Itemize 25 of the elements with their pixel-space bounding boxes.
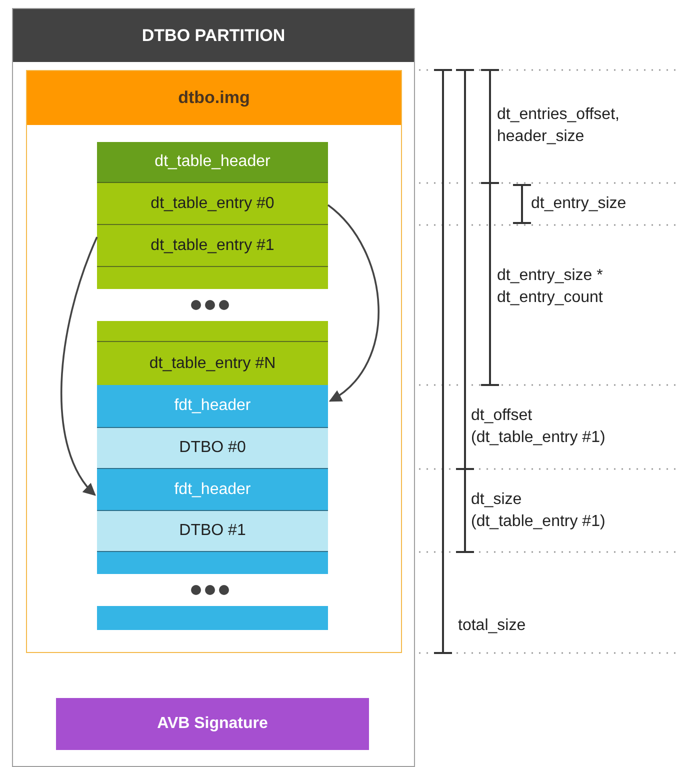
dimension-label: dt_entries_offset, header_size (497, 105, 620, 147)
dimension-label: dt_size (dt_table_entry #1) (471, 490, 606, 532)
table-entry-block (97, 267, 328, 289)
arrow (327, 204, 380, 402)
dtbo-block: DTBO #1 (97, 511, 328, 552)
table-header-block: dt_table_header (97, 142, 328, 183)
table-entry-block: dt_table_entry #N (97, 342, 328, 385)
partition-box (12, 8, 415, 767)
image-title: dtbo.img (27, 71, 401, 125)
dimension-label: dt_entry_size * dt_entry_count (497, 266, 604, 308)
dimension-label: dt_entry_size (531, 194, 628, 214)
dimension-label: total_size (458, 616, 527, 636)
table-entry-block (97, 321, 328, 342)
image-box (26, 70, 402, 653)
fdt-block (97, 552, 328, 574)
table-entry-block: dt_table_entry #1 (97, 225, 328, 267)
arrow (60, 236, 98, 496)
fdt-block (97, 606, 328, 630)
fdt-header-block: fdt_header (97, 385, 328, 428)
dimension-label: dt_offset (dt_table_entry #1) (471, 406, 606, 448)
signature-block: AVB Signature (56, 698, 369, 750)
partition-title: DTBO PARTITION (13, 9, 414, 62)
fdt-header-block: fdt_header (97, 469, 328, 511)
dtbo-block: DTBO #0 (97, 428, 328, 469)
table-entry-block: dt_table_entry #0 (97, 183, 328, 225)
